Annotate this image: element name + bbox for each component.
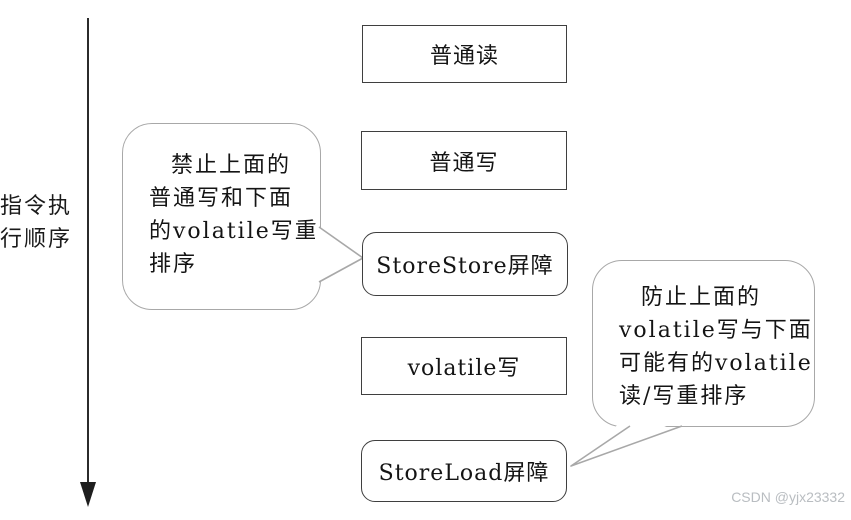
callout-left-line: 排序: [149, 252, 198, 277]
box-storeload-barrier: StoreLoad屏障: [361, 440, 567, 502]
box-storeload-barrier-label: StoreLoad屏障: [378, 461, 550, 486]
box-volatile-write: volatile写: [361, 337, 567, 395]
box-storestore-barrier: StoreStore屏障: [362, 232, 568, 296]
callout-right-line: 读/写重排序: [619, 384, 749, 409]
watermark: CSDN @yjx23332: [731, 489, 845, 505]
execution-order-label-line2: 行顺序: [0, 227, 73, 252]
callout-storestore-note: 禁止上面的 普通写和下面 的volatile写重 排序: [122, 123, 321, 310]
box-normal-read-label: 普通读: [429, 44, 499, 69]
box-normal-write-label: 普通写: [429, 150, 499, 176]
execution-order-arrow: [80, 18, 96, 507]
callout-right-line: 可能有的volatile: [619, 351, 813, 376]
arrowhead-icon: [80, 482, 96, 507]
callout-left-line: 普通写和下面: [149, 186, 294, 211]
box-normal-write: 普通写: [361, 131, 567, 190]
callout-left-tail: [315, 224, 364, 284]
callout-right-line: volatile写与下面: [619, 318, 813, 343]
callout-left-line: 禁止上面的: [171, 153, 292, 178]
box-storestore-barrier-label: StoreStore屏障: [376, 254, 554, 279]
callout-left-line: 的volatile写重: [149, 219, 319, 244]
execution-order-label: 指令执 行顺序: [0, 190, 84, 256]
callout-storeload-note: 防止上面的 volatile写与下面 可能有的volatile 读/写重排序: [592, 260, 815, 427]
box-volatile-write-label: volatile写: [407, 356, 521, 381]
execution-order-label-line1: 指令执: [0, 194, 73, 219]
box-normal-read: 普通读: [362, 25, 567, 83]
callout-right-line: 防止上面的: [641, 285, 762, 310]
